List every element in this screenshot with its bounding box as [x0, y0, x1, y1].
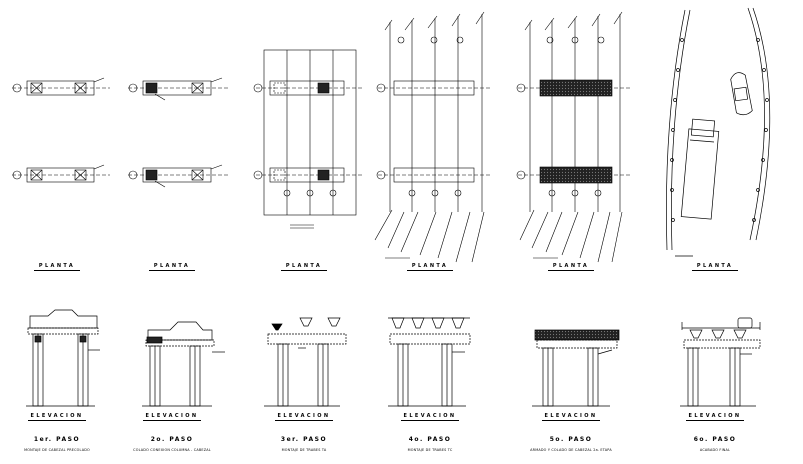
- elev-underline-1: [28, 420, 86, 421]
- plan-underline-1: [34, 270, 80, 271]
- plan-view-step-5: [516, 11, 630, 263]
- plan-label-step-4: PLANTA: [411, 263, 449, 269]
- elev-underline-3: [275, 420, 333, 421]
- elevation-view-step-2: [142, 321, 225, 407]
- plan-view-step-6: [666, 7, 771, 257]
- elevation-label-step-6: ELEVACION: [688, 413, 742, 419]
- elevation-view-step-6: [680, 317, 761, 407]
- elev-underline-5: [542, 420, 600, 421]
- step-description-5: ARMADO Y COLADO DE CABEZAL 2a. ETAPA: [530, 448, 612, 452]
- plan-view-step-4: [374, 11, 490, 263]
- step-description-3: MONTAJE DE TRABES TA: [281, 448, 327, 452]
- plan-underline-2: [149, 270, 195, 271]
- elevation-label-step-5: ELEVACION: [544, 413, 598, 419]
- step-title-1: 1er. PASO: [33, 436, 81, 443]
- step-description-4: MONTAJE DE TRABES TC: [407, 448, 453, 452]
- step-description-6: ACABADO FINAL: [699, 448, 731, 452]
- step-description-1: MONTAJE DE CABEZAL PRECOLADO: [24, 448, 90, 452]
- elevation-label-step-1: ELEVACION: [30, 413, 84, 419]
- plan-label-step-1: PLANTA: [38, 263, 76, 269]
- elevation-view-step-1: [26, 309, 100, 407]
- elev-underline-4: [401, 420, 459, 421]
- plan-underline-4: [407, 270, 453, 271]
- step-description-2: COLADO CONEXION COLUMNA - CABEZAL: [133, 448, 211, 452]
- step-title-4: 4o. PASO: [408, 436, 452, 443]
- plan-underline-6: [692, 270, 738, 271]
- elevation-view-step-4: [388, 317, 471, 407]
- elevation-label-step-3: ELEVACION: [277, 413, 331, 419]
- step-title-5: 5o. PASO: [549, 436, 593, 443]
- step-title-6: 6o. PASO: [693, 436, 737, 443]
- plan-underline-5: [548, 270, 594, 271]
- plan-label-step-3: PLANTA: [285, 263, 323, 269]
- plan-underline-3: [281, 270, 327, 271]
- elev-underline-2: [143, 420, 201, 421]
- plan-label-step-2: PLANTA: [153, 263, 191, 269]
- plan-label-step-6: PLANTA: [696, 263, 734, 269]
- step-title-2: 2o. PASO: [150, 436, 194, 443]
- elevation-label-step-4: ELEVACION: [403, 413, 457, 419]
- elevation-label-step-2: ELEVACION: [145, 413, 199, 419]
- plan-view-step-3: [253, 49, 364, 229]
- plan-label-step-5: PLANTA: [552, 263, 590, 269]
- plan-view-step-2: [128, 77, 228, 188]
- step-title-3: 3er. PASO: [280, 436, 328, 443]
- elev-underline-6: [686, 420, 744, 421]
- elevation-view-step-5: [532, 329, 620, 407]
- elevation-view-step-3: [264, 317, 347, 407]
- plan-view-step-1: [12, 77, 110, 183]
